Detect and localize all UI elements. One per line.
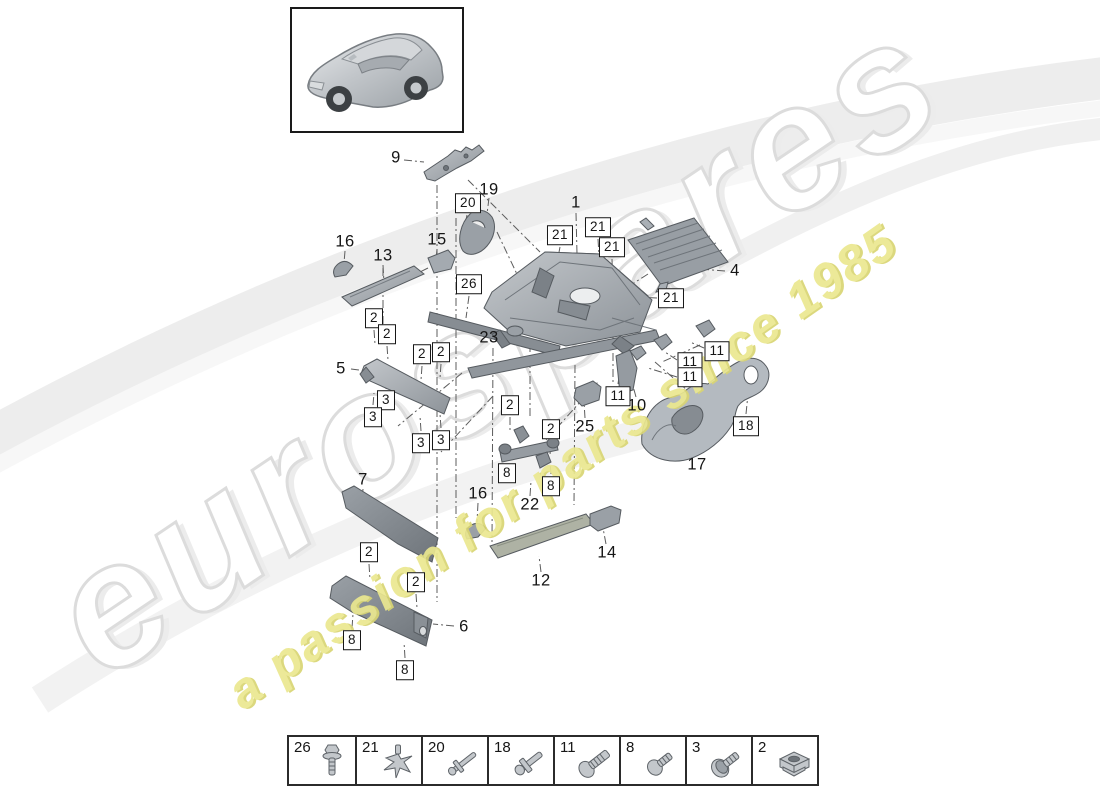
callout-15: 15 [427,230,447,249]
boxed-callout-8: 8 [395,660,415,680]
boxed-callout-2: 2 [364,308,384,328]
boxed-callout-11: 11 [605,386,631,406]
part-25-bracket [573,380,602,407]
legend-cell-2: 2 [751,737,817,784]
boxed-callout-11: 11 [704,341,730,361]
legend-cell-18: 18 [487,737,553,784]
part-10-bracket [615,349,638,395]
boxed-callout-2: 2 [541,419,561,439]
vehicle-icon [307,33,444,112]
boxed-callout-3: 3 [376,390,396,410]
boxed-callout-11: 11 [677,367,703,387]
boxed-callout-3: 3 [363,407,383,427]
boxed-callout-2: 2 [406,572,426,592]
legend-number: 18 [494,739,511,756]
rivet-pin-icon [442,740,486,786]
boxed-callout-8: 8 [541,476,561,496]
boxed-callout-21: 21 [657,288,685,308]
part-4-panel [627,217,729,293]
callout-16: 16 [335,232,355,251]
legend-number: 2 [758,739,767,756]
callout-6: 6 [459,617,469,636]
callout-9: 9 [391,148,401,167]
callout-25: 25 [575,417,595,436]
legend-number: 26 [294,739,311,756]
collar-rivet-icon [508,740,552,786]
callout-1: 1 [571,193,581,212]
part-9-bracket [423,144,485,182]
callout-16: 16 [468,484,488,503]
callout-13: 13 [373,246,393,265]
part-13-rail [341,265,425,307]
callout-23: 23 [479,328,499,347]
legend-cell-26: 26 [289,737,355,784]
boxed-callout-20: 20 [454,193,482,213]
callout-12: 12 [531,571,551,590]
callout-4: 4 [730,261,740,280]
part-14-block [589,505,622,532]
legend-number: 3 [692,739,701,756]
part-5-bracket [359,358,451,415]
legend-number: 11 [560,739,576,756]
part-6-panel [329,575,433,647]
legend-number: 8 [626,739,635,756]
part-19-bracket [459,209,495,255]
callout-7: 7 [358,470,368,489]
boxed-callout-8: 8 [497,463,517,483]
boxed-callout-2: 2 [359,542,379,562]
legend-cell-3: 3 [685,737,751,784]
part-22-adjuster [498,425,560,469]
part-7-panel [341,485,439,563]
part-23-clip [506,325,524,337]
legend-cell-21: 21 [355,737,421,784]
boxed-callout-3: 3 [431,430,451,450]
legend-number: 21 [362,739,379,756]
callout-17: 17 [687,455,707,474]
callout-19: 19 [479,180,499,199]
fastener-legend: 26 21 20 18 11 8 3 2 [287,735,819,786]
legend-cell-8: 8 [619,737,685,784]
callout-22: 22 [520,495,540,514]
boxed-callout-3: 3 [411,433,431,453]
callout-10: 10 [627,396,647,415]
boxed-callout-21: 21 [546,225,574,245]
part-shapes [329,144,770,647]
boxed-callout-2: 2 [500,395,520,415]
part-11-clips [629,319,716,361]
pan-screw-icon [640,740,684,786]
boxed-callout-2: 2 [377,324,397,344]
callout-5: 5 [336,359,346,378]
boxed-callout-26: 26 [455,274,483,294]
hex-flange-screw-icon [310,740,354,786]
legend-cell-11: 11 [553,737,619,784]
vehicle-thumbnail-box [290,7,464,133]
part-17-side-trim [641,357,770,462]
boxed-callout-2: 2 [412,344,432,364]
boxed-callout-18: 18 [732,416,760,436]
legend-cell-20: 20 [421,737,487,784]
callout-14: 14 [597,543,617,562]
cage-nut-icon [772,740,816,786]
part-15-clamp [427,249,456,274]
washer-screw-icon [706,740,750,786]
part-16-upper [333,260,354,278]
part-1-seat-frame [427,251,661,379]
part-16-lower [465,522,487,540]
expanding-clip-icon [376,740,420,786]
boxed-callout-21: 21 [598,237,626,257]
boxed-callout-8: 8 [342,630,362,650]
boxed-callout-21: 21 [584,217,612,237]
boxed-callout-2: 2 [431,342,451,362]
dome-bolt-icon [574,740,618,786]
legend-number: 20 [428,739,445,756]
